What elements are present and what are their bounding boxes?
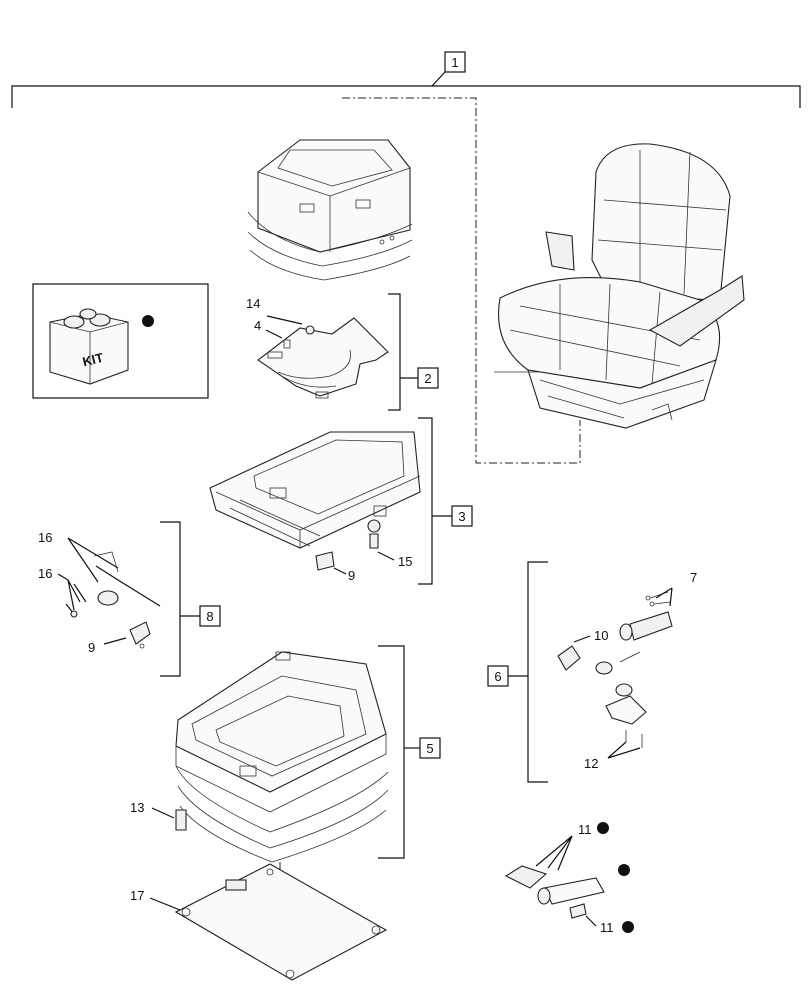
callout-4: 4 [254,318,261,333]
part-4-nut [283,339,291,349]
callout-7: 7 [690,570,697,585]
part-9-clip [315,551,335,571]
callout-box-1 [444,51,466,73]
part-12-bracket [605,695,647,725]
control-assembly: 6 7 10 12 [487,561,697,783]
callout-9a: 9 [348,568,355,583]
callout-5: 5 [426,741,433,756]
callout-11b: 11 [600,920,614,935]
callout-12: 12 [584,756,598,771]
callout-13: 13 [130,800,144,815]
callout-3: 3 [458,509,465,524]
kit-panel: KIT [32,283,209,399]
part-7-cylinder [629,611,673,641]
cylinder-assembly: 11 11 [504,822,634,935]
callout-17: 17 [130,888,144,903]
part-9-clip-lower [129,621,151,645]
bullet-dot-icon [597,822,609,834]
slide-rail-assembly: 9 15 3 [209,417,473,585]
callout-box-2 [417,367,439,389]
assembly-dashdot-line [342,97,581,464]
base-plate: 17 [130,862,388,981]
kit-label: KIT [81,350,105,370]
part-16-lever [97,590,119,606]
bullet-dot-icon [622,921,634,933]
lever-assembly: 16 16 9 8 [38,521,221,677]
callout-8: 8 [206,609,213,624]
callout-16b: 16 [38,566,52,581]
part-10-clip [557,645,581,671]
callout-11a: 11 [578,822,592,837]
callout-6: 6 [494,669,501,684]
suspension-top-assembly [247,139,413,281]
kit-box-icon: KIT [49,308,129,385]
complete-seat [494,143,745,429]
callout-box-5 [419,737,441,759]
bullet-dot-icon [618,864,630,876]
part-15-screw [369,533,379,549]
callout-box-6 [487,665,509,687]
callout-box-8 [199,605,221,627]
plate-assembly: 14 4 2 [246,293,439,411]
part-14-bolt [305,325,315,335]
top-assembly-bracket: 1 [11,51,801,108]
callout-box-3 [451,505,473,527]
part-13-bolt [175,809,187,831]
suspension-bellows-assembly: 13 5 [130,645,441,863]
callout-15: 15 [398,554,412,569]
callout-10: 10 [594,628,608,643]
bullet-dot-icon [142,315,154,327]
callout-9b: 9 [88,640,95,655]
part-15-washer [367,519,381,533]
callout-16a: 16 [38,530,52,545]
callout-2: 2 [424,371,431,386]
callout-14: 14 [246,296,260,311]
callout-1: 1 [451,55,458,70]
cylinder-body [543,877,605,905]
